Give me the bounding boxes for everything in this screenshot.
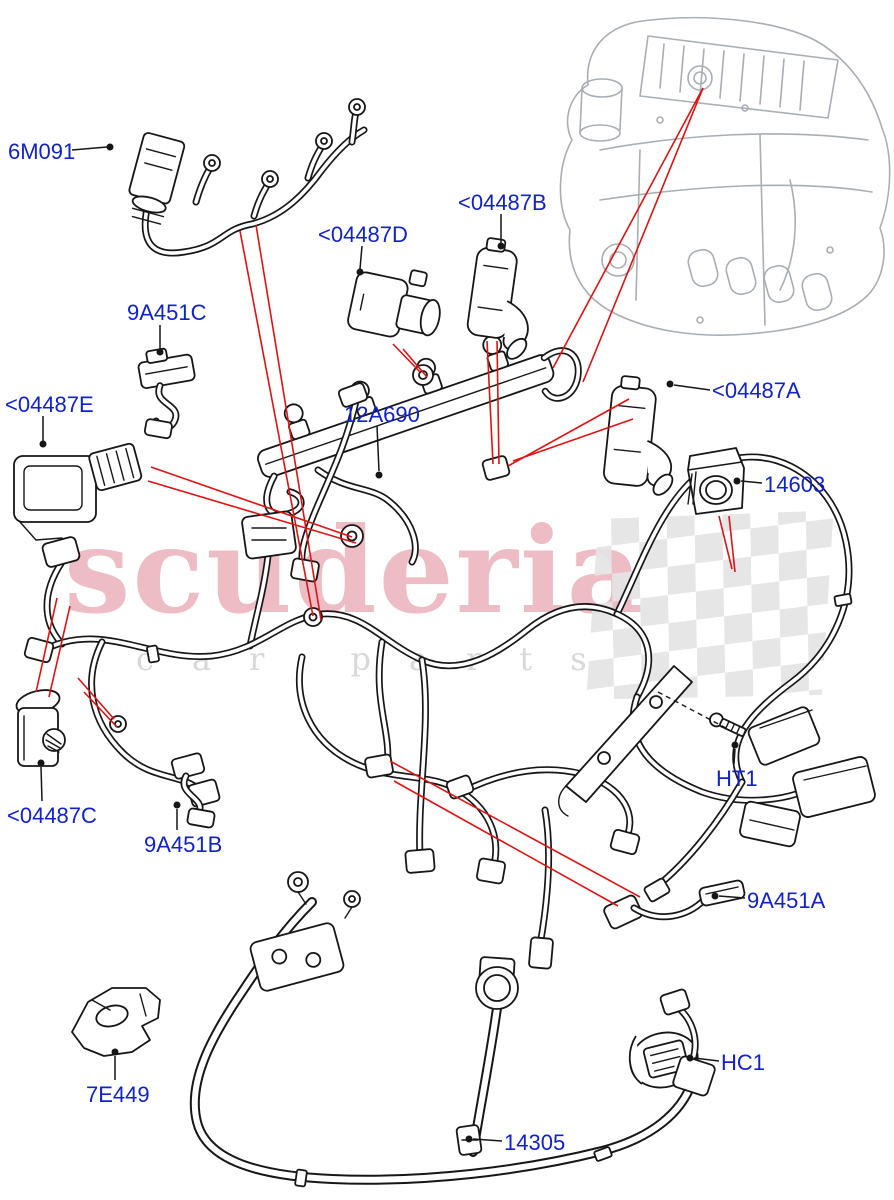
callout-line (35, 597, 58, 693)
part-label-12A690[interactable]: 12A690 (344, 402, 420, 427)
part-label-6M091[interactable]: 6M091 (8, 139, 76, 164)
leader-line-HT1 (733, 748, 736, 765)
leader-line-14305 (472, 1138, 503, 1142)
leader-line-04487D (359, 245, 363, 270)
callout-line (150, 466, 353, 538)
dashed-callout-line (657, 691, 727, 729)
leader-dot-9A451A (711, 892, 719, 900)
leader-dot-HT1 (731, 741, 739, 749)
part-label-7E449[interactable]: 7E449 (86, 1082, 150, 1107)
part-label-9A451C[interactable]: 9A451C (127, 300, 207, 325)
valve-04487C-drawing (15, 689, 66, 767)
callout-line (48, 605, 71, 698)
leader-line-9A451A (718, 895, 746, 899)
part-label-HC1[interactable]: HC1 (721, 1050, 766, 1075)
callout-line (147, 480, 357, 544)
callout-line (393, 780, 619, 907)
callout-line (392, 343, 421, 373)
callout-line (389, 760, 641, 898)
leader-line-14603 (740, 480, 763, 484)
leader-dot-04487E (39, 440, 47, 448)
callout-line (255, 224, 322, 621)
leader-dot-9A451B (173, 801, 181, 809)
callout-line (496, 340, 500, 465)
leader-dot-12A690 (375, 471, 383, 479)
connector-04487A-drawing (603, 375, 674, 496)
glow-plug-connector (128, 132, 186, 225)
leader-dot-04487A (666, 380, 674, 388)
callout-line (83, 691, 118, 728)
bolt-HT1-drawing (709, 712, 747, 737)
module-04487E-drawing (13, 442, 143, 541)
bracket-7E449-drawing (71, 987, 161, 1057)
main-harness-drawing (23, 364, 876, 970)
part-label-04487E[interactable]: <04487E (5, 392, 94, 417)
part-label-HT1[interactable]: HT1 (716, 766, 758, 791)
leader-dot-HC1 (686, 1054, 694, 1062)
callout-line (718, 515, 733, 570)
leader-dot-7E449 (111, 1048, 119, 1056)
callout-line (512, 418, 634, 462)
callout-line (239, 230, 314, 617)
leader-dot-6M091 (106, 143, 114, 151)
sensor-9A451C-drawing (137, 347, 196, 440)
leader-dot-14305 (465, 1135, 473, 1143)
callout-line (486, 340, 494, 465)
part-label-14305[interactable]: 14305 (504, 1130, 566, 1155)
leader-dot-9A451C (156, 348, 164, 356)
part-label-9A451B[interactable]: 9A451B (144, 832, 223, 857)
engine-illustration (559, 16, 891, 336)
callout-overlay (35, 87, 763, 1143)
callout-line (77, 677, 115, 720)
part-label-14603[interactable]: 14603 (764, 472, 826, 497)
leader-dot-04487D (356, 268, 364, 276)
part-label-04487B[interactable]: <04487B (458, 190, 547, 215)
part-label-9A451A[interactable]: 9A451A (747, 888, 826, 913)
part-label-04487A[interactable]: <04487A (712, 378, 801, 403)
grommet-14603-drawing (687, 447, 745, 515)
connector-04487B-drawing (466, 237, 529, 360)
glow-plug-harness-drawing (128, 98, 365, 253)
leader-dot-04487B (497, 242, 505, 250)
leader-line-HC1 (693, 1057, 720, 1062)
leader-dot-14603 (733, 477, 741, 485)
callout-line (552, 87, 704, 369)
leader-line-6M091 (71, 146, 108, 151)
callout-line (507, 398, 630, 467)
battery-cable-drawing (195, 871, 716, 1188)
leader-line-04487C (40, 766, 43, 802)
part-label-04487D[interactable]: <04487D (318, 222, 408, 247)
callout-line (402, 348, 428, 378)
sensor-04487D-drawing (347, 269, 441, 338)
part-label-04487C[interactable]: <04487C (7, 803, 97, 828)
callout-line (728, 515, 736, 573)
leader-line-12A690 (376, 425, 380, 472)
callout-line (582, 87, 704, 383)
leader-dot-04487C (37, 759, 45, 767)
cable-9A451A-drawing (603, 879, 746, 930)
sensor-9A451B-drawing (170, 752, 216, 829)
leader-line-04487A (673, 384, 711, 391)
